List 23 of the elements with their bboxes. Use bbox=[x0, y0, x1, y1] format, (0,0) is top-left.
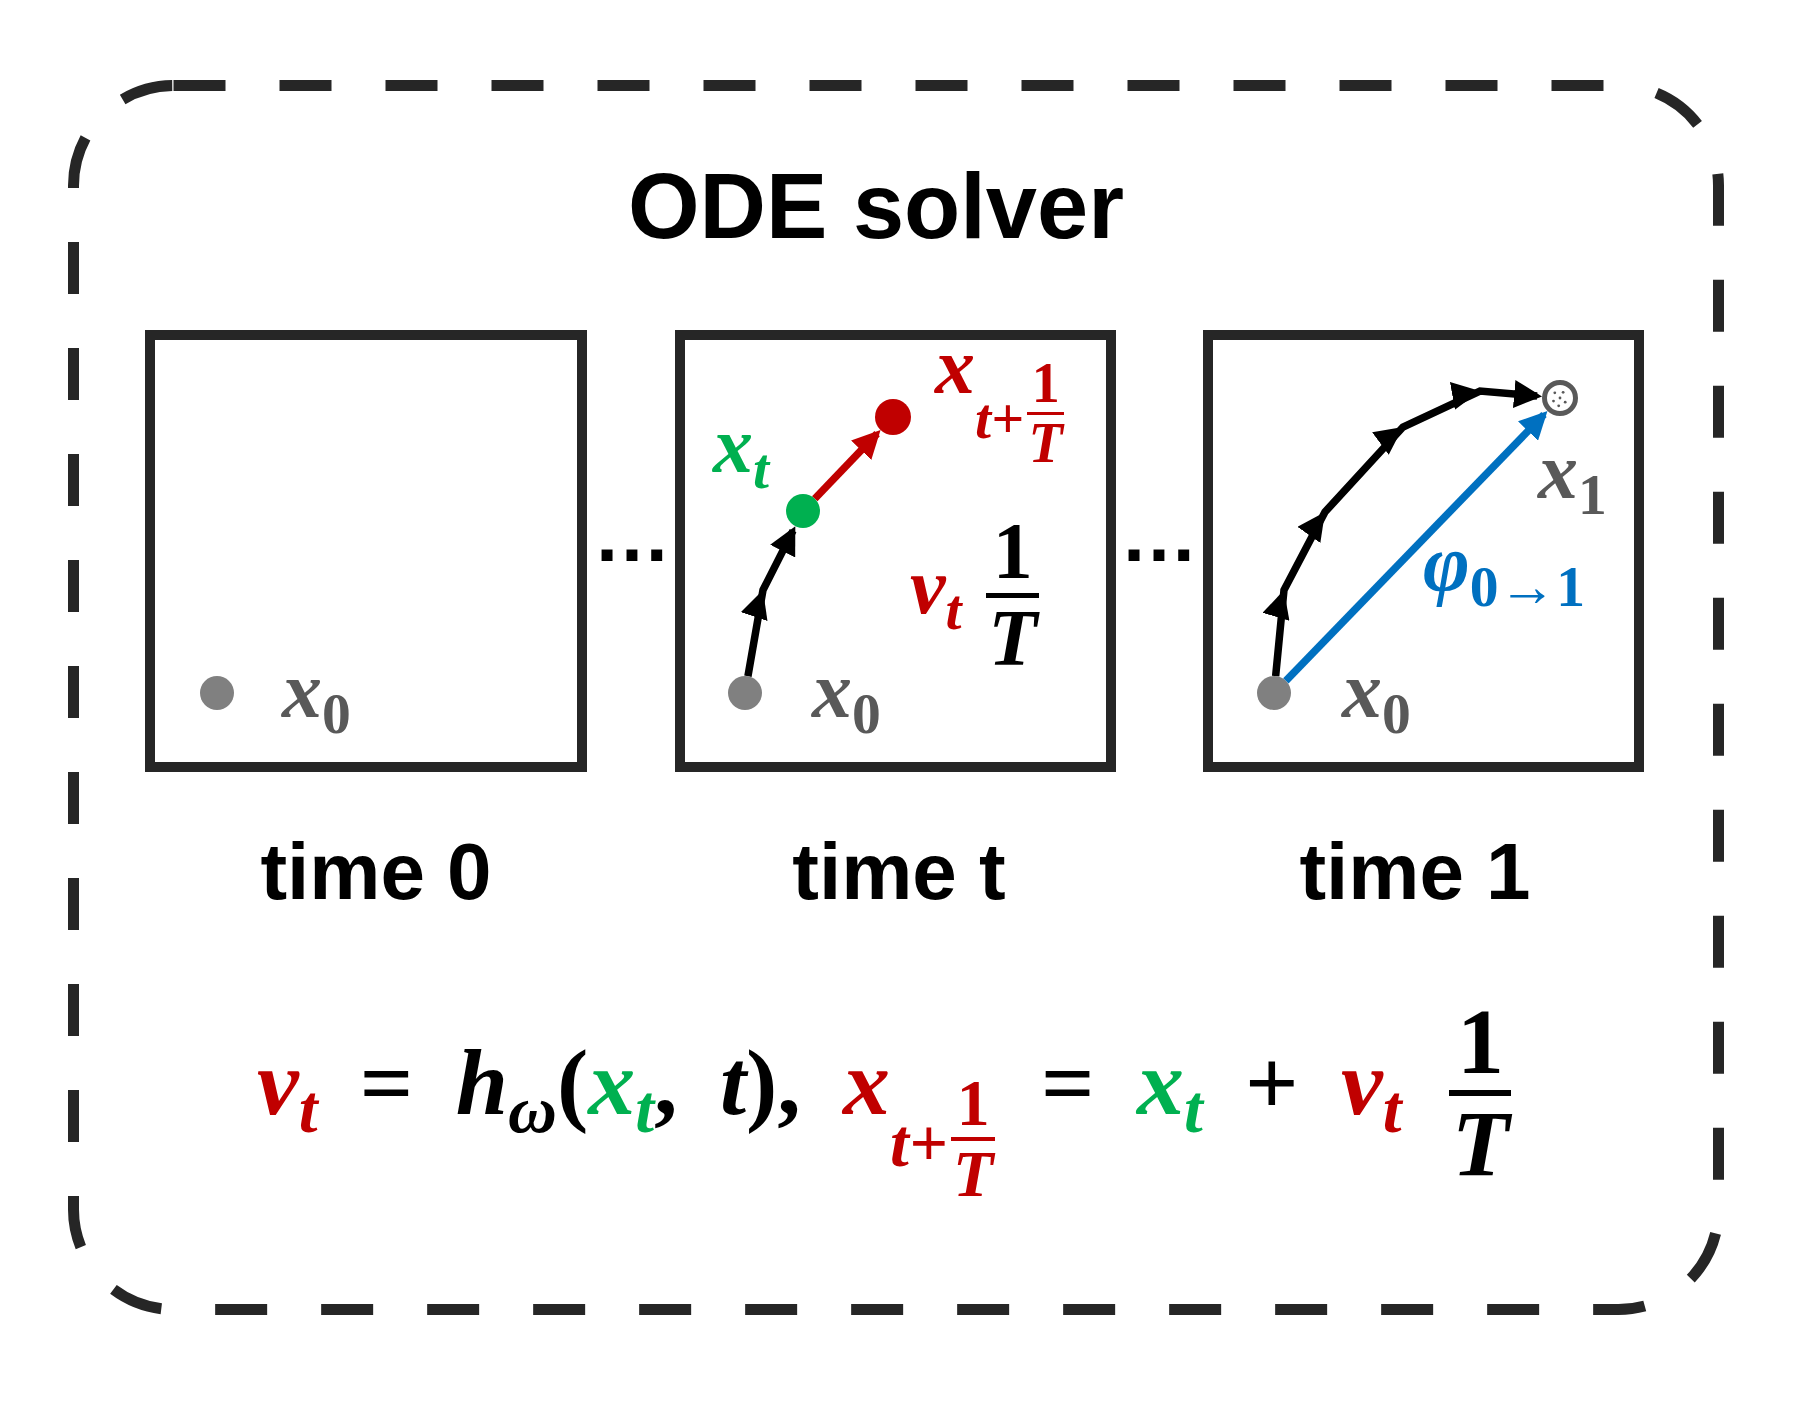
ellipsis: … bbox=[593, 495, 671, 573]
point-label: x$_{t}$ bbox=[713, 405, 769, 498]
arrow bbox=[1283, 410, 1548, 684]
ellipsis: … bbox=[1120, 495, 1198, 573]
time-label: time 0 bbox=[260, 832, 492, 912]
time-label: time t bbox=[792, 832, 1006, 912]
point-dot bbox=[728, 676, 762, 710]
point-label: x$_{0}$ bbox=[1342, 650, 1411, 743]
hollow-circle bbox=[1542, 380, 1578, 416]
edge-label: φ$_{0→1}$ bbox=[1423, 523, 1585, 616]
title: ODE solver bbox=[628, 160, 1124, 252]
arrow bbox=[812, 430, 881, 502]
point-label: x$_{0}$ bbox=[282, 650, 351, 743]
point-label: x$_{0}$ bbox=[812, 650, 881, 743]
point-dot bbox=[200, 676, 234, 710]
dashed-frame bbox=[68, 80, 1724, 1315]
arrow bbox=[741, 526, 797, 677]
point-dot bbox=[786, 494, 820, 528]
arrow bbox=[1263, 380, 1541, 677]
point-dot bbox=[1257, 676, 1291, 710]
point-label: x$_{1}$ bbox=[1538, 431, 1607, 524]
point-dot bbox=[875, 399, 911, 435]
time-label: time 1 bbox=[1299, 832, 1531, 912]
